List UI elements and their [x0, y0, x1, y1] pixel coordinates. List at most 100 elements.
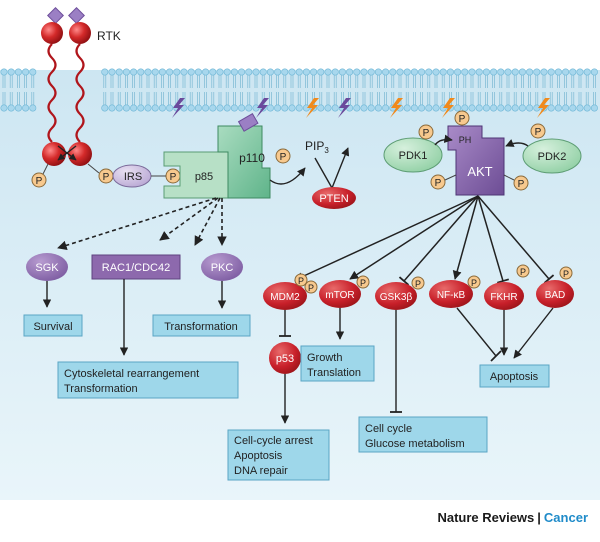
lipid-head: [554, 68, 562, 76]
lipid-head: [490, 68, 498, 76]
pip-lightning-icon: [390, 98, 403, 118]
lipid-tail: [312, 75, 315, 88]
lipid-tail: [513, 75, 517, 88]
lipid-head: [331, 68, 339, 76]
lipid-tail: [197, 92, 200, 105]
lipid-tail: [542, 75, 546, 88]
mtor-label: mTOR: [325, 290, 354, 301]
phospho-badge: P: [467, 275, 481, 289]
svg-text:P: P: [103, 172, 110, 183]
survival-box: [23, 314, 83, 337]
lipid-head: [518, 68, 526, 76]
lipid-head: [180, 68, 188, 76]
rtk-chain-left: [47, 43, 57, 143]
lipid-tail: [333, 92, 337, 105]
lipid-head: [382, 104, 390, 112]
akt-inhibits-bad-bar: [543, 274, 555, 284]
lipid-tail: [470, 75, 474, 88]
lipid-head: [360, 104, 368, 112]
svg-text:P: P: [459, 114, 466, 125]
lipid-head: [187, 104, 195, 112]
lipid-head: [324, 104, 332, 112]
lipid-tail: [211, 75, 215, 88]
lipid-tail: [492, 92, 495, 105]
lipid-tail: [564, 92, 567, 105]
lipid-head: [137, 104, 145, 112]
lipid-tail: [204, 92, 207, 105]
lipid-tail: [9, 75, 13, 88]
svg-text:P: P: [308, 283, 314, 293]
lipid-tail: [247, 92, 251, 105]
pten-node: [312, 187, 356, 209]
mtor-node: [319, 280, 361, 308]
lipid-tail: [578, 75, 582, 88]
arrest-line2: Apoptosis: [234, 450, 283, 462]
transformation-label: Transformation: [164, 321, 238, 333]
lipid-head: [504, 68, 512, 76]
rtk-extracellular-domain-left: [41, 22, 63, 44]
lipid-tail: [391, 92, 395, 105]
lipid-tail: [441, 92, 445, 105]
phospho-badge: P: [31, 172, 47, 188]
lipid-head: [288, 104, 296, 112]
pdk1-to-akt-arrow: [434, 134, 453, 146]
pdk2-to-akt-arrow: [505, 139, 529, 147]
lipid-tail: [377, 75, 380, 88]
phospho-badge: P: [559, 266, 573, 280]
p110-subunit: [217, 125, 271, 199]
lipid-head: [245, 104, 253, 112]
lipid-tail: [225, 92, 229, 105]
lipid-head: [130, 104, 138, 112]
lipid-head: [266, 68, 274, 76]
lipid-tail: [103, 92, 107, 105]
lipid-tail: [362, 92, 366, 105]
lipid-head: [338, 68, 346, 76]
gsk3b-label: GSK3β: [380, 292, 413, 303]
lipid-head: [223, 104, 231, 112]
pdk2-node: [522, 138, 582, 174]
lipid-tail: [189, 92, 193, 105]
lipid-tail: [2, 75, 6, 88]
lipid-head: [302, 68, 310, 76]
lipid-head: [209, 104, 217, 112]
akt-to-nfkb-arrow: [452, 195, 479, 280]
lipid-tail: [513, 92, 517, 105]
fkhr-label: FKHR: [490, 292, 517, 303]
phospho-badge: P: [294, 273, 308, 287]
lipid-tail: [153, 92, 157, 105]
phospho-badge: P: [356, 275, 370, 289]
cytoskeletal-box: [57, 361, 239, 399]
phospho-badge: P: [165, 168, 181, 184]
lipid-head: [151, 104, 159, 112]
svg-text:P: P: [520, 267, 526, 277]
lipid-head: [418, 104, 426, 112]
lipid-head: [7, 104, 15, 112]
lipid-head: [202, 68, 210, 76]
phospho-badge: P: [530, 123, 546, 139]
lipid-tail: [333, 75, 337, 88]
lipid-tail: [9, 92, 13, 105]
lipid-tail: [276, 92, 279, 105]
pip-lightning-icon: [338, 98, 351, 118]
lipid-tail: [117, 92, 121, 105]
lipid-head: [490, 104, 498, 112]
transformation-box: [152, 314, 251, 337]
lipid-head: [108, 68, 116, 76]
akt-target-edges: [294, 195, 555, 286]
lipid-tail: [405, 75, 409, 88]
lipid-tail: [168, 92, 171, 105]
lipid-head: [22, 68, 30, 76]
lipid-tail: [31, 75, 35, 88]
rtk-transphosphorylation-arrow-b: [57, 145, 77, 161]
lipid-tail: [341, 75, 344, 88]
nfkb-label: NF-κB: [437, 290, 466, 301]
lipid-tail: [521, 92, 524, 105]
p85-label: p85: [195, 171, 213, 183]
ligand-diamond-left: [47, 7, 64, 24]
gsk3b-node: [375, 282, 417, 310]
lipid-tail: [348, 75, 351, 88]
lipid-tail: [434, 92, 438, 105]
lipid-tail: [521, 75, 524, 88]
lipid-head: [504, 104, 512, 112]
cell-membrane: [0, 68, 598, 112]
